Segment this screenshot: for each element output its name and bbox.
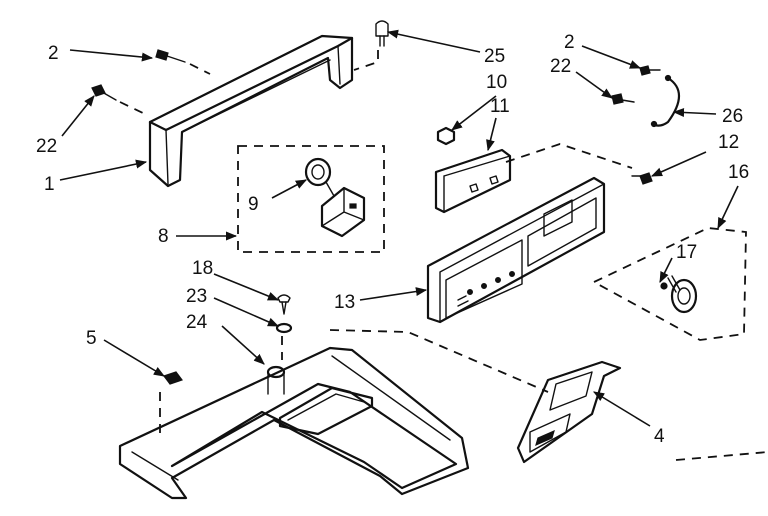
- assembly-line-panel: [505, 143, 633, 169]
- screw-part-25: [375, 20, 389, 47]
- callout-9: 9: [248, 194, 259, 215]
- callout-18: 18: [192, 258, 213, 279]
- part-13-control-panel: [426, 176, 606, 324]
- callout-11: 11: [490, 96, 510, 117]
- callout-25: 25: [484, 46, 505, 67]
- callout-16: 16: [728, 162, 749, 183]
- screw-part-22-left: [91, 84, 117, 101]
- callout-22-left: 22: [36, 136, 57, 157]
- assembly-line-25: [353, 50, 379, 71]
- callout-22-right: 22: [550, 56, 571, 77]
- callout-labels: 2 22 1 25 10 11 2 22 26 12 16 17 9 8 13 …: [36, 32, 749, 447]
- screw-part-22-right: [611, 93, 635, 105]
- callout-26: 26: [722, 106, 743, 127]
- part-17-knob: [660, 275, 698, 314]
- part-8-knob-kit-box: [237, 145, 385, 253]
- assembly-line-left-screws: [119, 63, 211, 115]
- callout-8: 8: [158, 226, 169, 247]
- screw-part-18: [277, 294, 291, 315]
- callout-2-left: 2: [48, 43, 59, 64]
- callout-5: 5: [86, 328, 97, 349]
- callout-24: 24: [186, 312, 208, 333]
- leader-lines: [59, 29, 739, 427]
- part-16-knob-kit-box: [592, 227, 747, 341]
- callout-17: 17: [676, 242, 697, 263]
- part-5-clip: [163, 371, 183, 385]
- screw-part-2-right: [639, 65, 661, 76]
- assembly-line-4-floor: [675, 451, 768, 461]
- part-1-console-end-cap: [148, 34, 354, 188]
- callout-4: 4: [654, 426, 665, 447]
- part-26-wire: [650, 74, 681, 128]
- callout-2-right: 2: [564, 32, 575, 53]
- callout-1: 1: [44, 174, 55, 195]
- part-9-knob: [304, 157, 366, 238]
- assembly-line-base: [281, 329, 549, 393]
- callout-12: 12: [718, 132, 739, 153]
- part-24-console-base: [118, 346, 470, 500]
- part-4-bracket: [516, 360, 622, 464]
- part-10-nut: [436, 126, 456, 146]
- screw-part-12: [631, 172, 653, 185]
- part-11-bracket: [434, 148, 512, 214]
- callout-13: 13: [334, 292, 355, 313]
- callout-10: 10: [486, 72, 507, 93]
- callout-23: 23: [186, 286, 207, 307]
- screw-part-2-left: [155, 49, 186, 63]
- washer-part-23: [275, 322, 293, 334]
